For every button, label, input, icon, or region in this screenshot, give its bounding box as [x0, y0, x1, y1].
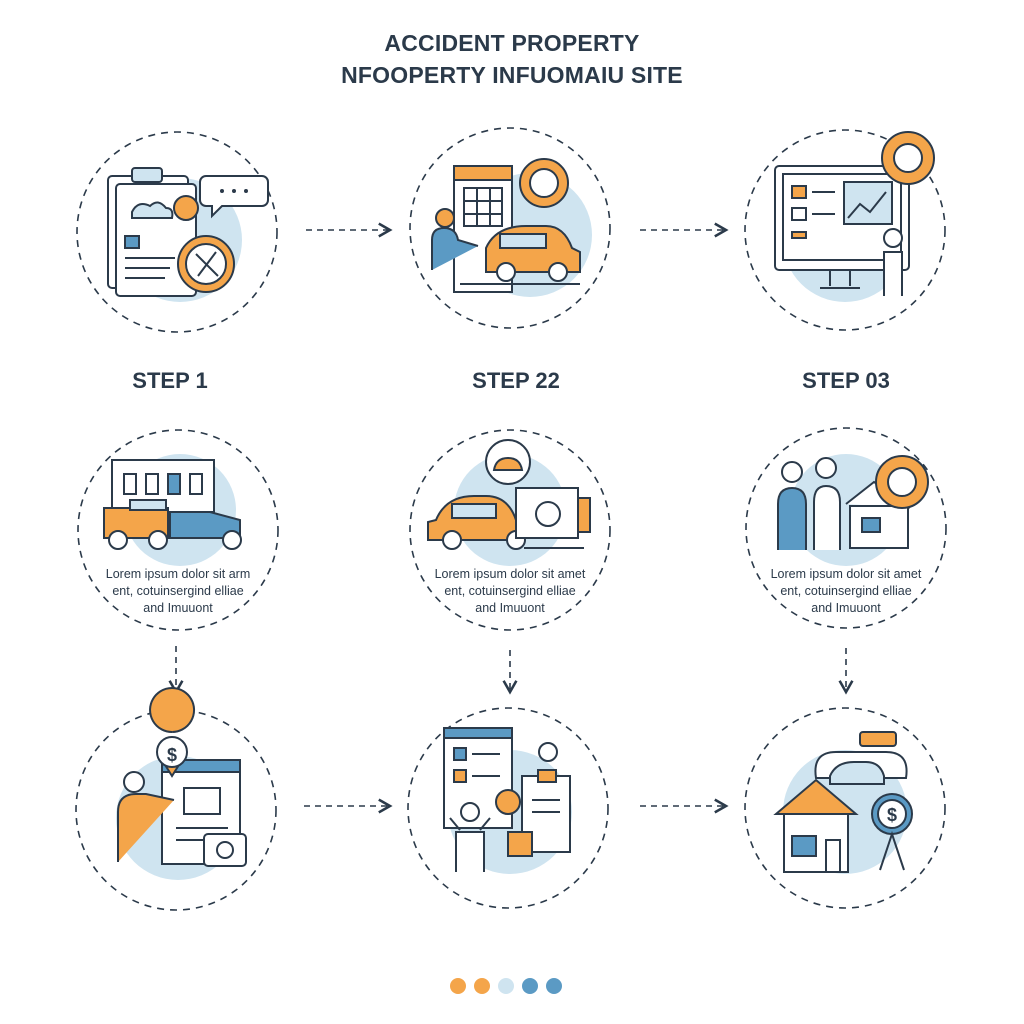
pagination-dot-1[interactable]: [450, 978, 466, 994]
description-line: ent, cotuinsergind elliae: [112, 584, 244, 598]
pagination-dot-3[interactable]: [498, 978, 514, 994]
person-price-board-icon: [117, 687, 247, 867]
description-line: ent, cotuinsergind elliae: [444, 584, 576, 598]
checklist-document-icon: [443, 727, 571, 872]
dollar-sign-icon: $: [887, 805, 897, 825]
step-label-1: STEP 1: [132, 368, 208, 393]
step-label-2: STEP 22: [472, 368, 560, 393]
step-description-2: Lorem ipsum dolor sit amet ent, cotuinse…: [410, 566, 610, 617]
description-line: Lorem ipsum dolor sit amet: [434, 567, 586, 581]
description-line: and Imuuont: [143, 601, 213, 615]
description-line: and Imuuont: [475, 601, 545, 615]
pagination-dots: [450, 978, 562, 994]
monitor-analytics-icon: [774, 131, 935, 296]
step-label-3: STEP 03: [802, 368, 890, 393]
description-line: Lorem ipsum dolor sit arm: [105, 567, 251, 581]
step-description-3: Lorem ipsum dolor sit amet ent, cotuinse…: [746, 566, 946, 617]
building-vehicle-icon: [103, 459, 242, 550]
dollar-sign-icon: $: [167, 745, 177, 765]
pagination-dot-2[interactable]: [474, 978, 490, 994]
car-appraisal-icon: [427, 439, 591, 550]
pagination-dot-5[interactable]: [546, 978, 562, 994]
description-line: ent, cotuinsergind elliae: [780, 584, 912, 598]
page-subtitle: NFOOPERTY INFUOMAIU SITE: [341, 62, 683, 88]
page-title: ACCIDENT PROPERTY: [384, 30, 640, 56]
clipboard-report-icon: [107, 167, 269, 297]
pagination-dot-4[interactable]: [522, 978, 538, 994]
description-line: Lorem ipsum dolor sit amet: [770, 567, 922, 581]
people-house-icon: [777, 455, 929, 550]
step-description-1: Lorem ipsum dolor sit arm ent, cotuinser…: [78, 566, 278, 617]
description-line: and Imuuont: [811, 601, 881, 615]
car-dealership-icon: [431, 158, 581, 293]
house-price-icon: [773, 731, 913, 873]
